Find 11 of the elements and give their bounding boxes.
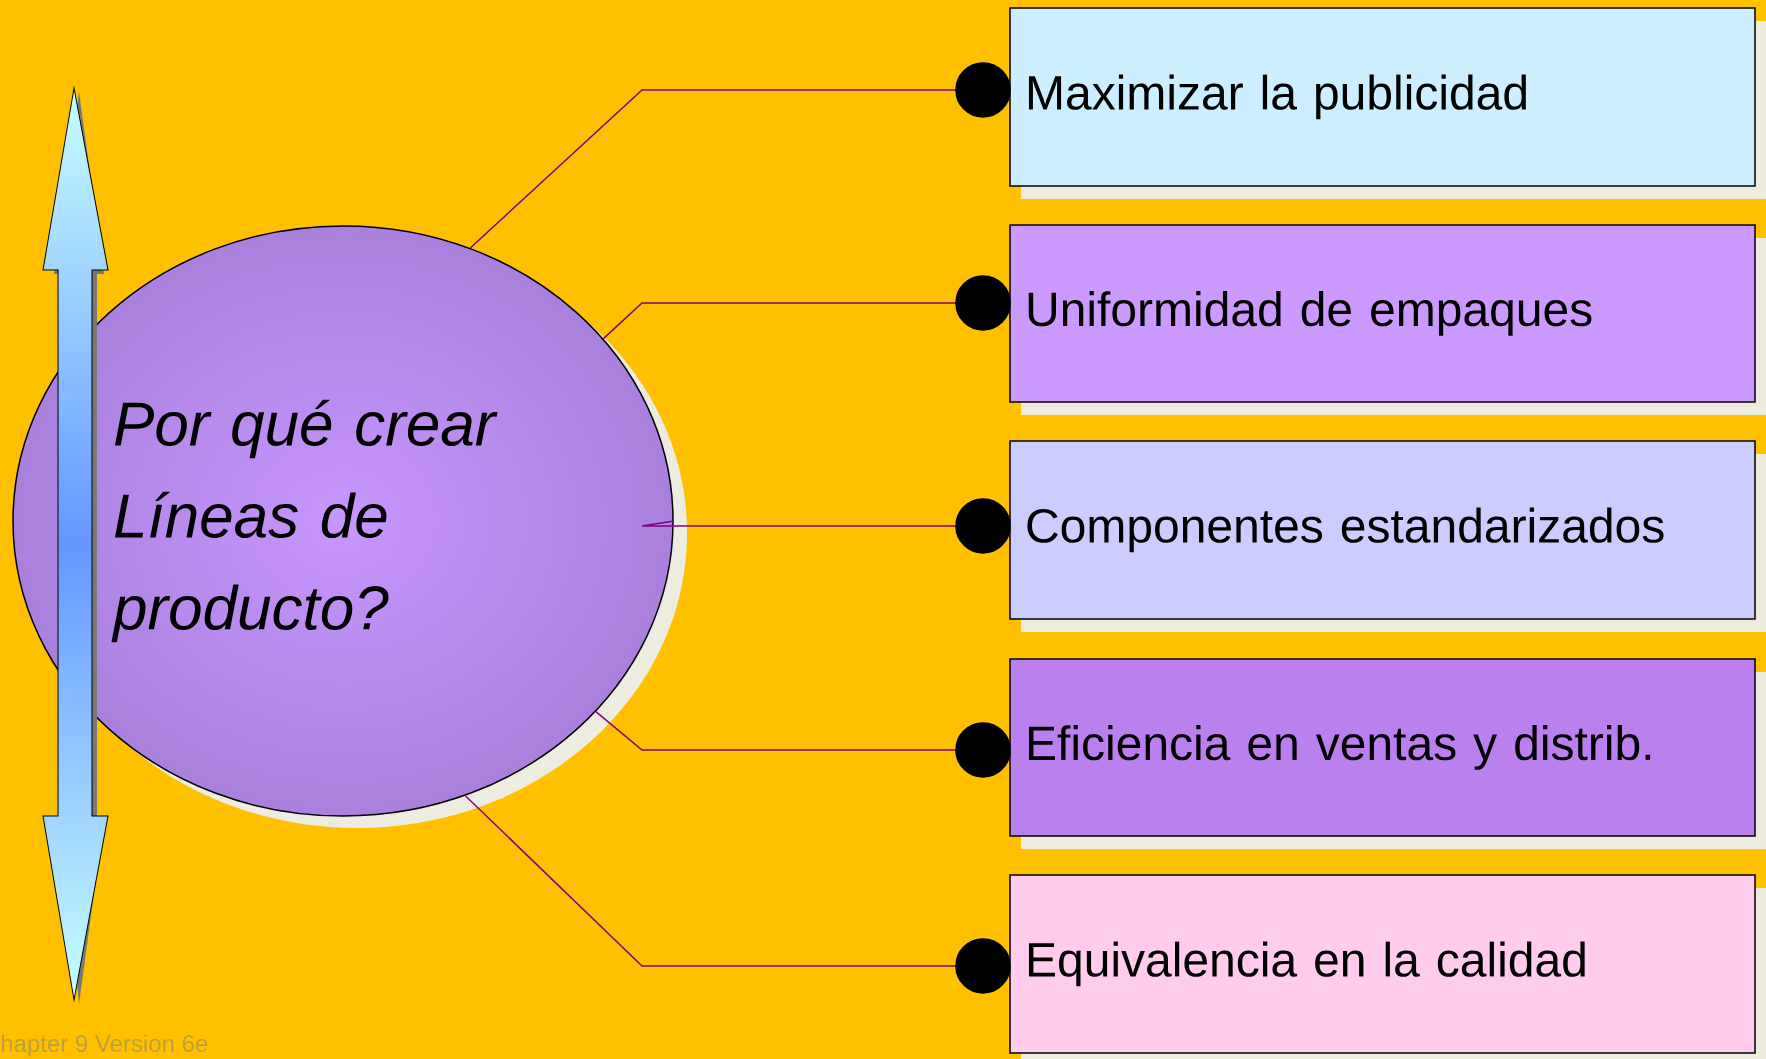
- reason-box: Eficiencia en ventas y distrib.: [1009, 658, 1766, 849]
- reason-box: Equivalencia en la calidad: [1009, 874, 1766, 1059]
- connector-line: [469, 62, 1011, 249]
- footer-text: hapter 9 Version 6e: [1, 1034, 208, 1057]
- reason-box: Maximizar la publicidad: [1009, 7, 1766, 199]
- connector-line: [595, 710, 1011, 778]
- connector-line: [602, 275, 1011, 340]
- reason-box: Componentes estandarizados: [1009, 440, 1766, 632]
- reason-box: Uniformidad de empaques: [1009, 224, 1766, 415]
- connector-line: [464, 795, 1011, 994]
- connector-line: [641, 498, 1011, 554]
